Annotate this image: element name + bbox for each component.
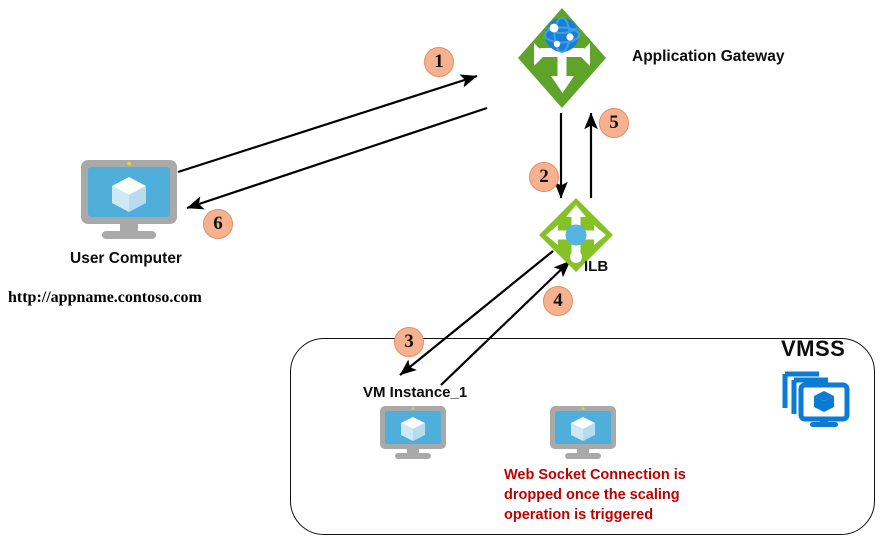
app-url-label: http://appname.contoso.com <box>8 289 202 306</box>
monitor-icon <box>550 406 616 459</box>
arrow-step-1 <box>177 74 478 174</box>
label-vmss: VMSS <box>781 336 846 361</box>
arrow-step-6 <box>186 106 488 210</box>
monitor-icon <box>81 160 177 239</box>
step-badge-1: 1 <box>424 47 454 77</box>
warning-line-1: Web Socket Connection is <box>504 467 686 483</box>
label-application-gateway: Application Gateway <box>632 48 785 65</box>
step-badge-4: 4 <box>543 286 573 316</box>
node-ilb[interactable] <box>538 197 614 273</box>
vmss-stacked-monitors-icon <box>782 371 850 427</box>
warning-line-2: dropped once the scaling <box>504 487 680 503</box>
step-badge-3: 3 <box>394 327 424 357</box>
label-user-computer: User Computer <box>70 250 182 267</box>
websocket-warning-text: Web Socket Connection is dropped once th… <box>504 465 714 525</box>
monitor-icon <box>380 406 446 459</box>
label-ilb: ILB <box>584 258 609 275</box>
node-user-computer[interactable] <box>79 158 179 242</box>
node-vm-instance-2[interactable] <box>549 405 617 461</box>
node-application-gateway[interactable] <box>516 4 608 112</box>
step-badge-2: 2 <box>529 162 559 192</box>
application-gateway-icon <box>518 8 606 108</box>
step-badge-6: 6 <box>203 209 233 239</box>
internal-load-balancer-icon <box>539 198 613 272</box>
node-vmss[interactable] <box>779 368 851 430</box>
warning-line-3: operation is triggered <box>504 507 654 523</box>
label-vm-instance-1: VM Instance_1 <box>363 384 468 401</box>
vmss-container <box>290 338 875 535</box>
node-vm-instance-1[interactable] <box>379 405 447 461</box>
step-badge-5: 5 <box>599 108 629 138</box>
